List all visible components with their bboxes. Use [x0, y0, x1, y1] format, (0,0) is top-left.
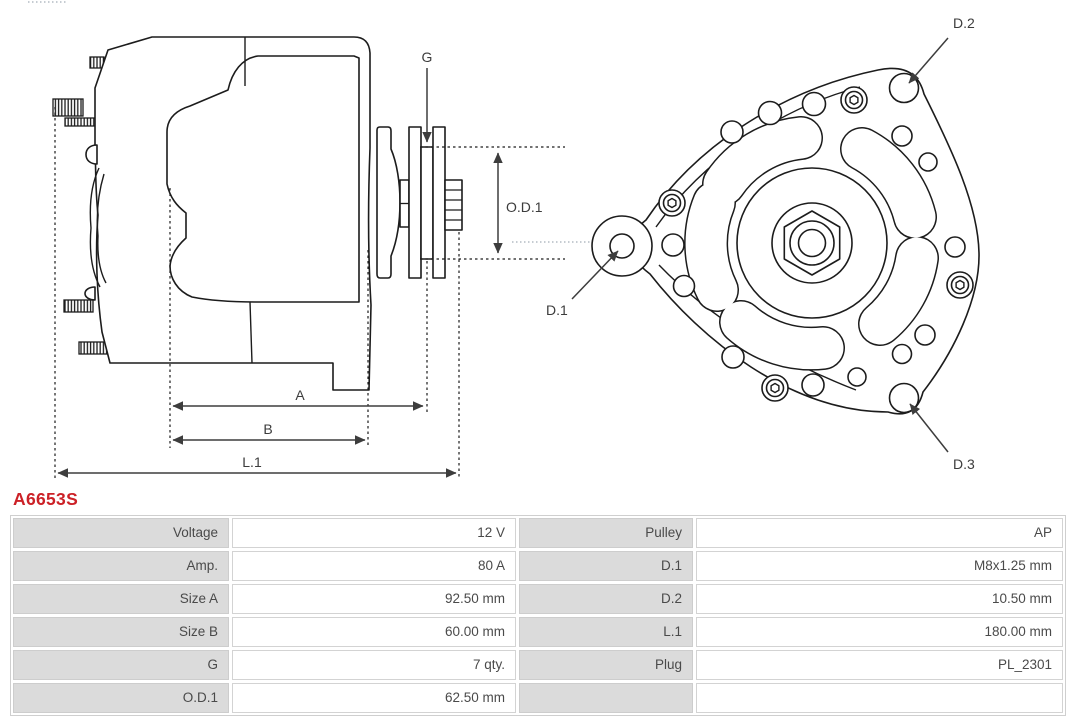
vent-holes — [661, 91, 966, 397]
lug-profile-inner — [96, 173, 107, 284]
technical-drawing: G O.D.1 A B L.1 — [28, 1, 980, 478]
spec-label-size-b: Size B — [13, 617, 229, 647]
spec-value-l1: 180.00 mm — [696, 617, 1063, 647]
mounting-ear — [591, 215, 653, 277]
bracket-rear-edge — [249, 301, 253, 364]
spec-label-pulley: Pulley — [519, 518, 693, 548]
shaft-thread-end — [444, 179, 463, 231]
dim-label-g: G — [422, 49, 433, 65]
spec-value-g: 7 qty. — [232, 650, 516, 680]
spec-label-l1: L.1 — [519, 617, 693, 647]
spec-label-voltage: Voltage — [13, 518, 229, 548]
spec-label-d1: D.1 — [519, 551, 693, 581]
pulley-groove-core — [420, 146, 434, 260]
dim-label-d1: D.1 — [546, 302, 568, 318]
through-bolts — [658, 86, 974, 402]
spec-value-size-b: 60.00 mm — [232, 617, 516, 647]
dim-label-l1: L.1 — [242, 454, 262, 470]
extension-lines — [54, 107, 565, 478]
terminal-cap-lower — [84, 286, 96, 301]
dim-label-od1: O.D.1 — [506, 199, 543, 215]
body-inner-contour — [166, 55, 360, 303]
spec-value-d2: 10.50 mm — [696, 584, 1063, 614]
vent-cutouts — [684, 116, 939, 371]
lug-profile-outer — [89, 167, 101, 288]
terminal-studs — [52, 56, 109, 355]
rear-cover-plate — [376, 126, 401, 279]
dim-label-d2: D.2 — [953, 15, 975, 31]
spec-value-voltage: 12 V — [232, 518, 516, 548]
spec-label-d2: D.2 — [519, 584, 693, 614]
spec-value-empty — [696, 683, 1063, 713]
shaft-hub — [736, 167, 888, 319]
spec-value-od1: 62.50 mm — [232, 683, 516, 713]
dim-label-a: A — [295, 387, 305, 403]
spec-label-empty — [519, 683, 693, 713]
terminal-cap-upper — [85, 144, 98, 165]
alternator-drawing-svg: G O.D.1 A B L.1 — [28, 1, 980, 478]
spec-table: Voltage 12 V Pulley AP Amp. 80 A D.1 M8x… — [10, 515, 1066, 716]
spec-label-od1: O.D.1 — [13, 683, 229, 713]
dimension-lines — [57, 68, 503, 478]
rear-view-drawing: D.2 D.1 D.3 — [546, 15, 980, 472]
spec-value-d1: M8x1.25 mm — [696, 551, 1063, 581]
dim-label-b: B — [263, 421, 272, 437]
spec-value-size-a: 92.50 mm — [232, 584, 516, 614]
spec-value-plug: PL_2301 — [696, 650, 1063, 680]
part-number: A6653S — [13, 489, 79, 509]
pulley-flange-front — [432, 126, 446, 279]
spec-value-pulley: AP — [696, 518, 1063, 548]
d1-hole — [609, 233, 635, 259]
spec-label-g: G — [13, 650, 229, 680]
side-view-drawing: G O.D.1 A B L.1 — [52, 36, 594, 478]
spec-label-size-a: Size A — [13, 584, 229, 614]
dim-label-d3: D.3 — [953, 456, 975, 472]
spec-label-amp: Amp. — [13, 551, 229, 581]
leader-lines — [571, 37, 949, 453]
pulley-flange-rear — [408, 126, 422, 279]
spec-label-plug: Plug — [519, 650, 693, 680]
spec-value-amp: 80 A — [232, 551, 516, 581]
